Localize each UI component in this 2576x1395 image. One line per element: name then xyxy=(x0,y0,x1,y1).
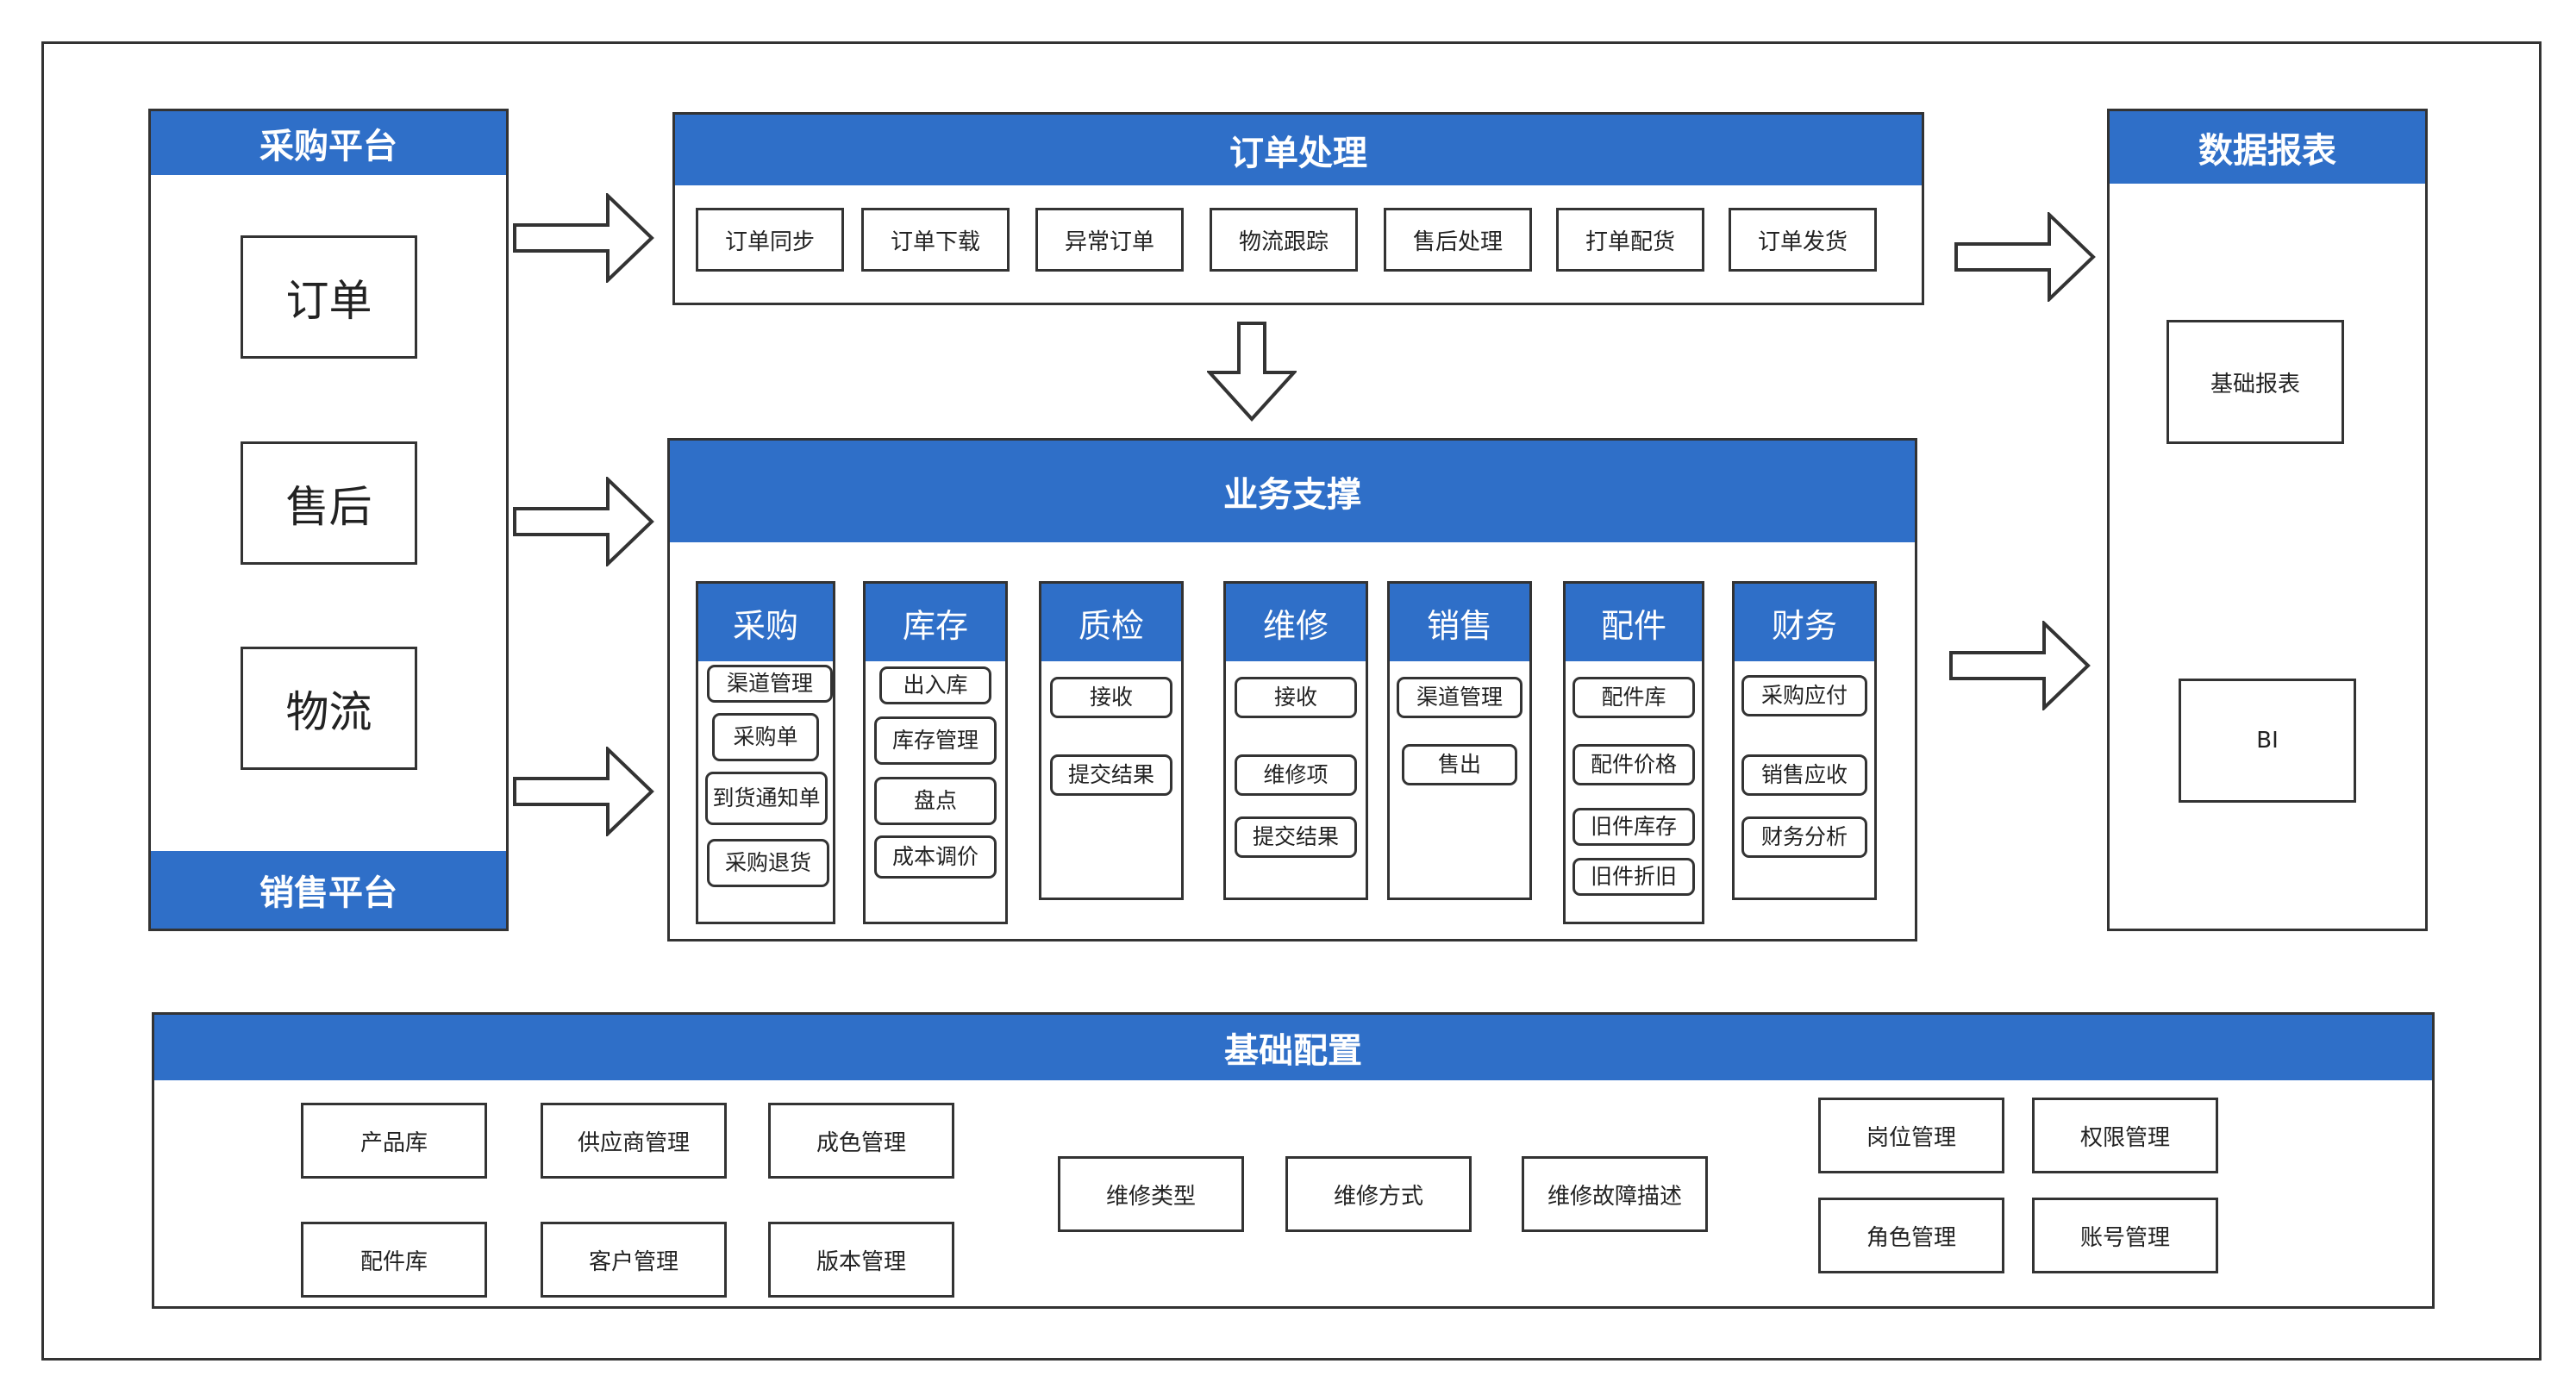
column-item: 配件价格 xyxy=(1572,744,1695,785)
config-item: 维修类型 xyxy=(1058,1156,1244,1232)
platform-item-logistics: 物流 xyxy=(241,647,417,770)
business-title: 业务支撑 xyxy=(670,441,1915,542)
business-column-qc: 质检 接收 提交结果 xyxy=(1039,581,1184,900)
column-item: 盘点 xyxy=(874,777,997,825)
column-title: 销售 xyxy=(1390,584,1529,661)
config-item: 产品库 xyxy=(301,1103,487,1179)
platform-panel: 采购平台 订单 售后 物流 销售平台 xyxy=(148,109,509,931)
config-item: 版本管理 xyxy=(768,1222,954,1298)
order-item: 售后处理 xyxy=(1384,208,1532,272)
config-item: 岗位管理 xyxy=(1818,1098,2004,1173)
column-item: 出入库 xyxy=(879,666,991,704)
column-title: 库存 xyxy=(866,584,1005,661)
sales-platform-title: 销售平台 xyxy=(151,851,506,929)
business-column-repair: 维修 接收 维修项 提交结果 xyxy=(1223,581,1368,900)
column-title: 配件 xyxy=(1566,584,1702,661)
column-item: 渠道管理 xyxy=(1397,677,1522,718)
order-title: 订单处理 xyxy=(675,115,1922,185)
column-title: 维修 xyxy=(1226,584,1366,661)
column-item: 售出 xyxy=(1402,744,1517,785)
column-item: 接收 xyxy=(1235,677,1357,718)
column-item: 渠道管理 xyxy=(707,665,833,703)
config-item: 成色管理 xyxy=(768,1103,954,1179)
report-title: 数据报表 xyxy=(2110,111,2425,184)
platform-item-aftersale: 售后 xyxy=(241,441,417,565)
column-item: 旧件库存 xyxy=(1572,808,1695,846)
order-panel: 订单处理 订单同步 订单下载 异常订单 物流跟踪 售后处理 打单配货 订单发货 xyxy=(672,112,1924,305)
column-item: 提交结果 xyxy=(1050,754,1172,796)
order-item: 异常订单 xyxy=(1035,208,1184,272)
order-item: 订单发货 xyxy=(1729,208,1877,272)
config-item: 维修故障描述 xyxy=(1522,1156,1708,1232)
business-panel: 业务支撑 采购 渠道管理 采购单 到货通知单 采购退货 库存 出入库 库存管理 … xyxy=(667,438,1917,941)
arrow-right-icon xyxy=(1954,212,2096,302)
base-config-panel: 基础配置 产品库 供应商管理 成色管理 配件库 客户管理 版本管理 维修类型 维… xyxy=(152,1012,2435,1309)
column-item: 采购单 xyxy=(712,713,819,761)
platform-item-order: 订单 xyxy=(241,235,417,359)
business-column-finance: 财务 采购应付 销售应收 财务分析 xyxy=(1732,581,1877,900)
outer-frame xyxy=(41,41,2542,1361)
report-item-bi: BI xyxy=(2179,679,2356,803)
column-item: 库存管理 xyxy=(874,716,997,765)
column-item: 配件库 xyxy=(1572,677,1695,718)
column-title: 财务 xyxy=(1735,584,1874,661)
business-column-purchase: 采购 渠道管理 采购单 到货通知单 采购退货 xyxy=(696,581,835,924)
column-item: 维修项 xyxy=(1235,754,1357,796)
config-item: 角色管理 xyxy=(1818,1198,2004,1273)
config-item: 配件库 xyxy=(301,1222,487,1298)
config-item: 权限管理 xyxy=(2032,1098,2218,1173)
column-title: 采购 xyxy=(698,584,833,661)
column-item: 采购应付 xyxy=(1741,675,1867,716)
column-item: 采购退货 xyxy=(707,839,829,887)
business-column-parts: 配件 配件库 配件价格 旧件库存 旧件折旧 xyxy=(1563,581,1704,924)
arrow-right-icon xyxy=(513,747,654,836)
arrow-right-icon xyxy=(1949,621,2091,710)
base-config-title: 基础配置 xyxy=(154,1015,2432,1080)
arrow-down-icon xyxy=(1207,322,1297,422)
column-item: 到货通知单 xyxy=(705,772,828,825)
arrow-right-icon xyxy=(513,193,654,283)
arrow-right-icon xyxy=(513,477,654,566)
config-item: 客户管理 xyxy=(541,1222,727,1298)
config-item: 供应商管理 xyxy=(541,1103,727,1179)
business-column-sales: 销售 渠道管理 售出 xyxy=(1387,581,1532,900)
column-item: 销售应收 xyxy=(1741,754,1867,796)
order-item: 订单下载 xyxy=(861,208,1010,272)
column-item: 财务分析 xyxy=(1741,816,1867,858)
column-item: 接收 xyxy=(1050,677,1172,718)
purchase-platform-title: 采购平台 xyxy=(151,111,506,175)
order-item: 打单配货 xyxy=(1556,208,1704,272)
column-item: 提交结果 xyxy=(1235,816,1357,858)
config-item: 账号管理 xyxy=(2032,1198,2218,1273)
column-item: 旧件折旧 xyxy=(1572,858,1695,896)
business-column-inventory: 库存 出入库 库存管理 盘点 成本调价 xyxy=(863,581,1008,924)
report-panel: 数据报表 基础报表 BI xyxy=(2107,109,2428,931)
column-title: 质检 xyxy=(1041,584,1181,661)
report-item-basic: 基础报表 xyxy=(2166,320,2344,444)
column-item: 成本调价 xyxy=(874,835,997,879)
order-item: 订单同步 xyxy=(696,208,844,272)
config-item: 维修方式 xyxy=(1285,1156,1472,1232)
order-item: 物流跟踪 xyxy=(1210,208,1358,272)
